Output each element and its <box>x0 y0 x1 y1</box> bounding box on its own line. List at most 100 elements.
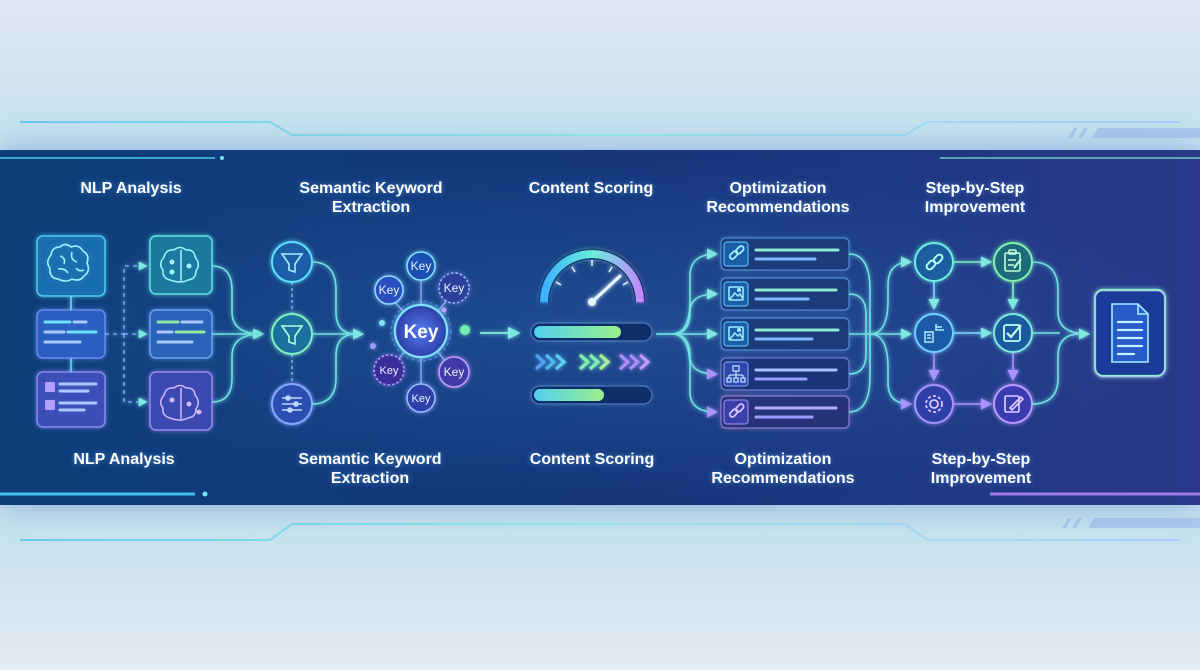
stage-title-optimization: Optimization Recommendations <box>678 179 878 217</box>
funnel-icon <box>280 325 304 346</box>
funnel-icon <box>280 253 304 274</box>
nlp-to-semantic-edges <box>211 265 265 403</box>
keyword-node-lower-right: Key <box>438 356 470 388</box>
stage-caption-line: Optimization <box>734 451 832 468</box>
stage-semantic: Key Key Key Key Key Key <box>271 241 521 425</box>
nlp-output-brain-card <box>149 235 213 295</box>
stage-title-line: NLP Analysis <box>80 180 182 197</box>
nlp-input-doc-card <box>36 371 106 428</box>
semantic-converge-edges <box>311 261 365 405</box>
image-icon <box>728 326 744 341</box>
keyword-label-right: Key <box>444 281 465 295</box>
text-lines-icon <box>43 320 98 344</box>
rec-card-3 <box>720 317 850 351</box>
stage-caption-semantic: Semantic Keyword Extraction <box>270 450 470 488</box>
top-frame-line <box>20 121 1180 136</box>
stage-caption-line: Extraction <box>330 470 410 487</box>
circuit-brain-icon <box>160 246 199 283</box>
keyword-node-top: Key <box>406 251 436 281</box>
stage-caption-scoring: Content Scoring <box>492 450 692 469</box>
keyword-node-left: Key <box>374 275 404 305</box>
step-node-2 <box>993 242 1033 282</box>
stage-title-line: Semantic Keyword <box>299 180 443 197</box>
stage-title-line: Optimization <box>729 180 827 197</box>
nlp-dashed-edges <box>105 261 148 407</box>
step-node-4 <box>993 313 1033 353</box>
link-icon <box>925 253 944 271</box>
keyword-label-lower-right: Key <box>444 365 465 379</box>
layout-icon <box>924 324 944 343</box>
stage-caption-line: NLP Analysis <box>73 451 175 468</box>
stage-title-line: Improvement <box>924 199 1026 216</box>
clipboard-icon <box>1004 249 1022 272</box>
semantic-node-sliders <box>271 383 313 425</box>
keyword-node-lower-left: Key <box>373 354 405 386</box>
band-edge-lines <box>0 156 1200 497</box>
stage-caption-line: Recommendations <box>711 470 855 487</box>
stage-title-line: Extraction <box>331 199 411 216</box>
text-lines-icon <box>156 320 206 344</box>
top-right-hatch <box>1068 128 1200 138</box>
step-node-6 <box>993 384 1033 424</box>
nlp-output-brain-card-2 <box>149 371 213 431</box>
rec-card-4 <box>720 357 850 391</box>
stage-caption-nlp: NLP Analysis <box>24 450 224 469</box>
document-icon <box>1111 303 1149 363</box>
circuit-brain-icon <box>160 384 202 421</box>
keyword-label-center: Key <box>404 322 439 343</box>
scoring-to-recs-edges <box>656 248 719 418</box>
stage-title-line: Content Scoring <box>528 180 654 197</box>
checkbox-icon <box>1003 324 1022 342</box>
stage-caption-optimization: Optimization Recommendations <box>683 450 883 488</box>
rec-card-5 <box>720 395 850 429</box>
stage-caption-line: Semantic Keyword <box>298 451 442 468</box>
keyword-node-right: Key <box>438 272 470 304</box>
improvement-to-result-edges <box>1031 261 1091 405</box>
link-icon <box>728 403 745 418</box>
stage-caption-line: Content Scoring <box>529 451 655 468</box>
edit-icon <box>1004 395 1025 413</box>
sliders-icon <box>282 395 302 413</box>
keyword-cluster: Key Key Key Key Key Key <box>370 251 470 413</box>
step-edges <box>928 256 1019 410</box>
image-icon <box>728 286 744 301</box>
result-document <box>1093 288 1167 378</box>
stage-title-semantic: Semantic Keyword Extraction <box>271 179 471 217</box>
stage-optimization <box>720 237 913 429</box>
step-node-5 <box>914 384 954 424</box>
keyword-label-top: Key <box>411 259 432 273</box>
rec-card-2 <box>720 277 850 311</box>
stage-caption-improvement: Step-by-Step Improvement <box>881 450 1081 488</box>
stage-title-line: Recommendations <box>706 199 850 216</box>
stage-nlp <box>36 235 265 431</box>
nlp-output-text-card <box>149 309 213 359</box>
stage-caption-line: Improvement <box>930 470 1032 487</box>
stage-caption-line: Step-by-Step <box>931 451 1031 468</box>
keyword-node-center: Key <box>390 300 452 362</box>
score-bar-2 <box>530 385 653 405</box>
bottom-frame-line <box>20 523 1180 541</box>
brain-icon <box>46 243 90 282</box>
stage-scoring <box>530 248 719 418</box>
keyword-label-lower-left: Key <box>380 365 399 377</box>
stage-title-improvement: Step-by-Step Improvement <box>875 179 1075 217</box>
link-icon <box>728 245 745 260</box>
stage-title-line: Step-by-Step <box>925 180 1025 197</box>
semantic-node-funnel-2 <box>271 313 313 355</box>
stage-improvement <box>914 242 1091 424</box>
document-list-icon <box>45 382 98 412</box>
score-gauge <box>538 248 646 306</box>
gauge-needle <box>590 274 622 304</box>
keyword-label-left: Key <box>379 283 400 297</box>
stage-title-nlp: NLP Analysis <box>31 179 231 198</box>
semantic-node-funnel-1 <box>271 241 313 283</box>
step-node-1 <box>914 242 954 282</box>
stage-title-scoring: Content Scoring <box>491 179 691 198</box>
bottom-right-hatch <box>1062 518 1200 528</box>
recs-to-improvement-edges <box>848 253 913 413</box>
keyword-node-bottom: Key <box>406 383 436 413</box>
gear-icon <box>925 395 943 413</box>
rec-card-1 <box>720 237 850 271</box>
